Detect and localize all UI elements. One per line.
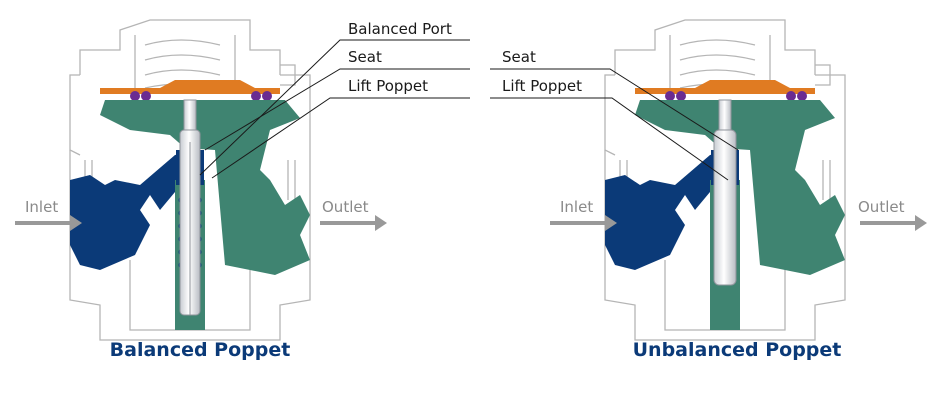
unbalanced-caption: Unbalanced Poppet bbox=[633, 339, 842, 361]
o-ring bbox=[786, 91, 796, 101]
outlet-chamber bbox=[100, 100, 310, 275]
o-ring bbox=[130, 91, 140, 101]
o-ring bbox=[251, 91, 261, 101]
o-ring bbox=[676, 91, 686, 101]
balanced-caption: Balanced Poppet bbox=[110, 339, 291, 361]
unbalanced-poppet-valve bbox=[604, 19, 846, 341]
lift-poppet bbox=[713, 129, 737, 286]
balanced-seat-label: Seat bbox=[348, 48, 382, 66]
unbalanced-outlet-label: Outlet bbox=[858, 198, 905, 216]
balanced-port-label: Balanced Port bbox=[348, 20, 452, 38]
diaphragm bbox=[635, 80, 815, 94]
outlet-chamber bbox=[635, 100, 845, 275]
balanced-poppet-valve bbox=[69, 19, 311, 341]
balanced-inlet-label: Inlet bbox=[25, 198, 58, 216]
o-ring bbox=[797, 91, 807, 101]
poppet-stem-top bbox=[718, 99, 732, 131]
unbalanced-outlet-arrow: Outlet bbox=[858, 198, 927, 231]
unbalanced-lift-poppet-label: Lift Poppet bbox=[502, 77, 582, 95]
o-ring bbox=[141, 91, 151, 101]
o-ring bbox=[665, 91, 675, 101]
unbalanced-seat-label: Seat bbox=[502, 48, 536, 66]
balanced-lift-poppet-label: Lift Poppet bbox=[348, 77, 428, 95]
o-ring bbox=[262, 91, 272, 101]
balanced-outlet-arrow: Outlet bbox=[320, 198, 387, 231]
balanced-callouts: Balanced Port Seat Lift Poppet bbox=[199, 20, 470, 179]
unbalanced-inlet-arrow: Inlet bbox=[550, 198, 617, 231]
unbalanced-callouts: Seat Lift Poppet bbox=[490, 48, 739, 181]
balanced-outlet-label: Outlet bbox=[322, 198, 369, 216]
balanced-inlet-arrow: Inlet bbox=[15, 198, 82, 231]
poppet-stem-top bbox=[183, 99, 197, 131]
diaphragm bbox=[100, 80, 280, 94]
unbalanced-inlet-label: Inlet bbox=[560, 198, 593, 216]
